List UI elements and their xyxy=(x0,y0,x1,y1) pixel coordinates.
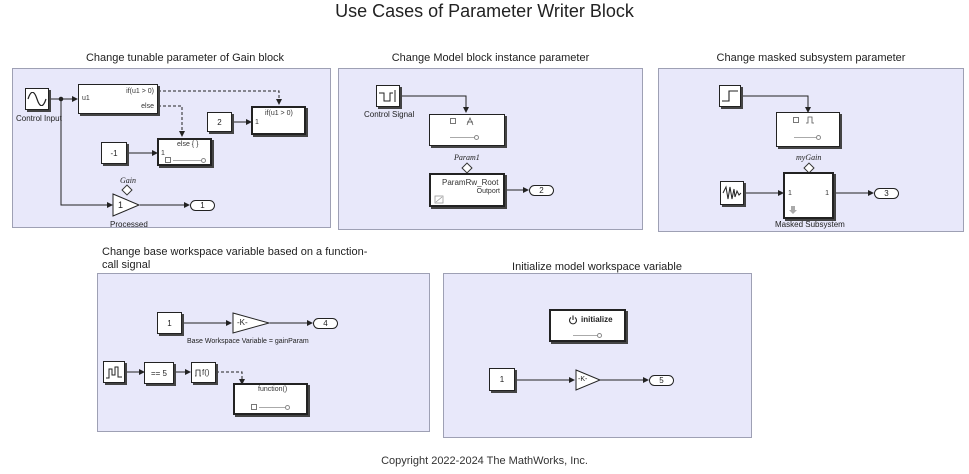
constant-1-block-a5[interactable]: 1 xyxy=(489,368,515,391)
control-signal-source-block[interactable] xyxy=(376,85,400,107)
pulse-trigger-icon xyxy=(195,369,201,377)
masked-subsystem-label: Masked Subsystem xyxy=(775,220,845,229)
function-call-subsystem-label: function() xyxy=(258,386,288,393)
initialize-label: initialize xyxy=(581,315,613,324)
area-title-masked: Change masked subsystem parameter xyxy=(716,52,906,64)
if-else-label: else xyxy=(141,103,154,110)
else-action-slider xyxy=(173,158,206,163)
area-title-gain: Change tunable parameter of Gain block xyxy=(85,52,285,64)
outport-3[interactable]: 3 xyxy=(874,188,899,199)
constant-1-block-a4[interactable]: 1 xyxy=(157,312,182,334)
control-input-label: Control Input xyxy=(16,114,62,123)
pw-masked-checkbox xyxy=(793,117,799,123)
param1-name: Param1 xyxy=(454,153,480,162)
step-source-block[interactable] xyxy=(719,85,741,107)
pw-model-checkbox xyxy=(450,118,456,124)
mygain-name: myGain xyxy=(796,153,822,162)
if-block[interactable]: u1 if(u1 > 0) else xyxy=(78,84,158,114)
base-workspace-note: Base Workspace Variable = gainParam xyxy=(187,338,309,345)
mask-down-arrow-icon xyxy=(789,206,797,214)
else-action-trigger-label: else { } xyxy=(177,141,199,148)
area-title-model-block: Change Model block instance parameter xyxy=(391,52,590,64)
gain-k-label-a4: -K- xyxy=(237,318,248,327)
chirp-icon xyxy=(722,185,742,200)
svg-text:1: 1 xyxy=(118,200,123,210)
masked-subsystem-out-label: 1 xyxy=(825,190,829,197)
initialize-function-block[interactable]: initialize xyxy=(549,309,626,342)
trigger-icon xyxy=(466,117,474,126)
model-reference-icon xyxy=(434,195,444,204)
masked-subsystem-block[interactable]: 1 1 xyxy=(783,172,834,219)
else-action-input-label: 1 xyxy=(161,150,165,157)
chirp-source-block[interactable] xyxy=(720,181,744,205)
area-model-ws[interactable] xyxy=(443,273,752,438)
page-title: Use Cases of Parameter Writer Block xyxy=(335,1,634,21)
parameter-writer-block-masked[interactable] xyxy=(776,112,840,147)
processed-label: Processed xyxy=(110,220,148,229)
copyright-text: Copyright 2022-2024 The MathWorks, Inc. xyxy=(381,455,588,467)
gain-param-name: Gain xyxy=(120,176,136,185)
initialize-slider xyxy=(573,333,602,338)
pw-masked-slider xyxy=(794,135,821,140)
fcn-sub-slider xyxy=(259,405,290,410)
else-action-checkbox xyxy=(165,157,171,163)
staircase-icon xyxy=(106,366,122,379)
function-call-gen-label: f() xyxy=(202,368,210,377)
power-icon xyxy=(568,315,578,325)
gain-k-block-a4[interactable] xyxy=(232,312,270,334)
gain-k-label-a5: -K- xyxy=(578,376,588,383)
sine-wave-source-block[interactable] xyxy=(25,88,49,110)
staircase-source-block[interactable] xyxy=(103,361,125,383)
pulse-icon xyxy=(806,116,814,124)
outport-1[interactable]: 1 xyxy=(190,200,215,211)
compare-to-constant-block[interactable]: == 5 xyxy=(144,362,174,384)
constant-neg1-block[interactable]: -1 xyxy=(101,142,127,164)
else-action-subsystem-block[interactable]: else { } 1 xyxy=(157,138,212,166)
function-call-subsystem-block[interactable]: function() xyxy=(233,383,308,415)
area-title-model-ws: Initialize model workspace variable xyxy=(512,261,682,273)
constant-2-block[interactable]: 2 xyxy=(207,112,232,132)
parameter-writer-block-model[interactable] xyxy=(429,114,505,146)
if-input-port-label: u1 xyxy=(82,95,90,102)
outport-2[interactable]: 2 xyxy=(529,185,554,196)
control-signal-label: Control Signal xyxy=(364,110,415,119)
if-action-subsystem-block[interactable]: if(u1 > 0) 1 xyxy=(251,106,306,135)
fcn-sub-checkbox xyxy=(251,404,257,410)
if-action-trigger-label: if(u1 > 0) xyxy=(265,110,293,117)
outport-5[interactable]: 5 xyxy=(649,375,674,386)
area-title-base-ws: Change base workspace variable based on … xyxy=(102,246,368,271)
gain-block[interactable]: 1 xyxy=(112,193,140,217)
pw-model-slider xyxy=(450,135,479,140)
if-action-input-label: 1 xyxy=(255,119,259,126)
model-block-name: ParamRw_Root xyxy=(442,178,499,187)
outport-4[interactable]: 4 xyxy=(313,318,338,329)
function-call-generator-block[interactable]: f() xyxy=(191,362,216,383)
step-icon xyxy=(722,90,738,102)
model-block-outport-label: Outport xyxy=(476,188,500,195)
model-block-paramrw-root[interactable]: ParamRw_Root Outport xyxy=(429,173,505,207)
sine-wave-icon xyxy=(27,92,47,106)
gain-k-block-a5[interactable] xyxy=(575,369,601,391)
if-condition-label: if(u1 > 0) xyxy=(126,88,154,95)
signal-editor-icon xyxy=(379,90,396,102)
masked-subsystem-in-label: 1 xyxy=(788,190,792,197)
